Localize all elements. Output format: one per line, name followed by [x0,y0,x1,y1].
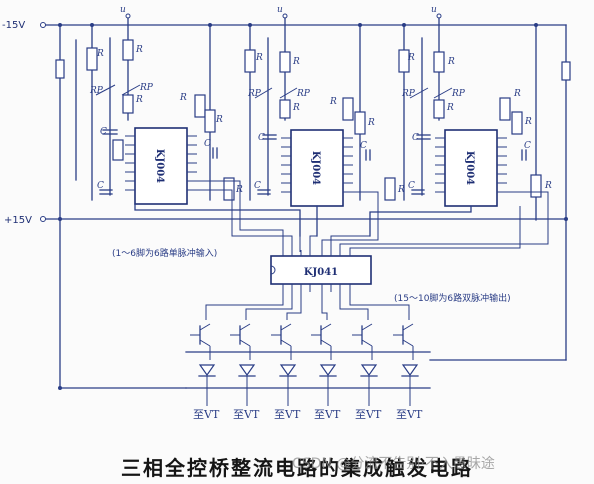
diagram-title: 三相全控桥整流电路的集成触发电路 [121,456,473,480]
resistor-r8 [342,97,354,121]
svg-text:R: R [135,45,143,55]
stage-6 [393,323,419,406]
supply-label-c: u [431,5,437,15]
resistor-r15 [433,51,445,73]
svg-text:RP: RP [89,86,104,96]
output-stages [59,323,567,406]
chip-kj004-c [444,129,498,207]
chip-kj041-label: KJ041 [304,267,338,278]
svg-text:RP: RP [401,89,416,99]
resistor-r18 [398,49,410,73]
svg-text:R: R [513,89,521,99]
rail-pos-label: +15V [4,215,32,226]
resistor-r6 [511,111,523,135]
resistor-r4 [194,94,206,118]
svg-text:C: C [100,127,107,137]
stage-3 [271,323,297,406]
chip-kj041-notch [270,265,276,275]
resistor-r20 [244,49,256,73]
chip-kj004-a-label: KJ004 [154,149,165,183]
svg-text:R: R [135,95,143,105]
resistor-r7 [112,139,124,161]
svg-text:R: R [446,103,454,113]
svg-text:R: R [292,57,300,67]
svg-text:R: R [179,93,187,103]
stage-5 [352,323,378,406]
svg-text:C: C [258,133,265,143]
resistor-r3 [122,94,134,114]
resistor-r16 [86,47,98,71]
block-b: KJ004 R R R R R R C C C RP RP [244,17,405,237]
output-label-2: 至VT [233,408,260,421]
svg-text:R: R [96,49,104,59]
svg-text:R: R [447,57,455,67]
resistor-r12 [499,97,511,121]
chip-kj041 [270,255,372,285]
note-input: (1～6脚为6路单脉冲输入) [112,247,217,259]
output-label-1: 至VT [193,408,220,421]
svg-text:R: R [397,185,405,195]
stage-1 [190,323,216,406]
svg-text:RP: RP [139,83,154,93]
output-label-4: 至VT [314,408,341,421]
chip-kj004-a [134,127,188,205]
resistor-r13 [122,39,134,61]
resistor-left-pot [55,59,65,79]
watermark: CSDN @分流不告别·不入愚昧途 [292,456,495,472]
output-label-3: 至VT [274,408,301,421]
resistor-r2 [279,99,291,119]
resistor-right-pot [561,61,571,81]
rail-neg-terminal [40,22,46,28]
resistor-r17 [530,174,542,198]
svg-text:R: R [544,181,552,191]
kj041-pins [282,250,351,292]
block-c: KJ004 R R R R R R C C C RP RP [369,17,552,237]
svg-text:R: R [407,53,415,63]
svg-text:C: C [360,141,367,151]
resistor-r1 [433,99,445,119]
stage-2 [230,323,256,406]
block-a: KJ004 R R R R R R C C C RP RP [75,17,301,237]
resistor-r11 [384,177,396,201]
svg-text:C: C [254,181,261,191]
resistor-r10 [223,177,235,201]
resistor-r5 [204,109,216,133]
svg-text:RP: RP [296,89,311,99]
svg-text:R: R [292,103,300,113]
svg-text:RP: RP [247,89,262,99]
svg-text:R: R [215,115,223,125]
rail-neg-label: -15V [2,20,25,31]
pulse-output-wires [205,292,410,320]
chip-kj004-c-label: KJ004 [464,151,475,185]
note-output: (15～10脚为6路双脉冲输出) [394,292,511,304]
svg-text:C: C [97,181,104,191]
chip-kj004-b-label: KJ004 [310,151,321,185]
svg-text:R: R [524,117,532,127]
supply-label-a: u [120,5,126,15]
svg-text:R: R [235,185,243,195]
svg-text:R: R [329,97,337,107]
resistor-r14 [279,51,291,73]
stage-4 [311,323,337,406]
supply-label-b: u [277,5,283,15]
svg-text:RP: RP [451,89,466,99]
svg-text:C: C [204,139,211,149]
svg-text:C: C [524,141,531,151]
output-label-6: 至VT [396,408,423,421]
svg-text:R: R [367,118,375,128]
svg-text:C: C [408,181,415,191]
resistor-r9 [354,111,366,135]
junction-dots [58,23,568,390]
svg-text:R: R [255,53,263,63]
rail-pos-terminal [40,216,46,222]
output-label-5: 至VT [355,408,382,421]
svg-text:C: C [412,133,419,143]
